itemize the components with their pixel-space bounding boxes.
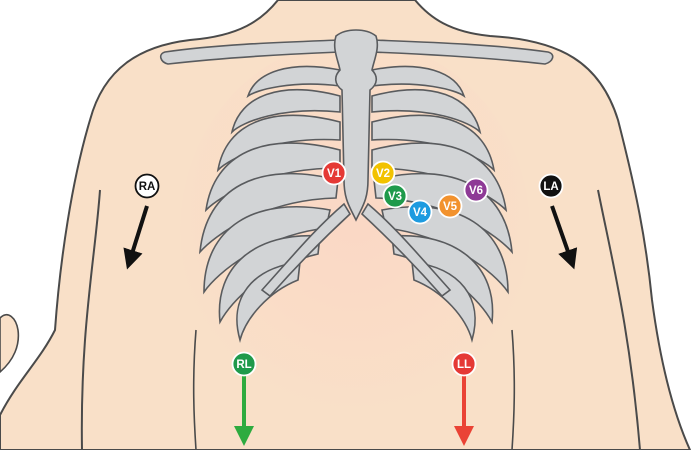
v5-label: V5 (443, 201, 458, 213)
ra-arrow (130, 206, 147, 260)
ra-label: RA (139, 181, 156, 193)
ll-label: LL (457, 359, 471, 371)
electrode-v2: V2 (372, 162, 395, 185)
la-label: LA (543, 181, 558, 193)
electrode-v3: V3 (384, 185, 407, 208)
v2-label: V2 (376, 168, 390, 180)
limb-lead-la: LA (540, 175, 563, 198)
la-arrow (552, 206, 571, 260)
limb-lead-ra: RA (136, 175, 159, 198)
limb-lead-ll: LL (453, 353, 476, 376)
v3-label: V3 (388, 191, 402, 203)
rl-label: RL (236, 359, 251, 371)
v4-label: V4 (413, 207, 428, 219)
v1-label: V1 (327, 168, 342, 180)
v6-label: V6 (469, 185, 483, 197)
electrode-v5: V5 (439, 195, 462, 218)
electrode-v6: V6 (465, 179, 488, 202)
electrode-v4: V4 (409, 201, 432, 224)
limb-lead-rl: RL (233, 353, 256, 376)
electrode-v1: V1 (323, 162, 346, 185)
